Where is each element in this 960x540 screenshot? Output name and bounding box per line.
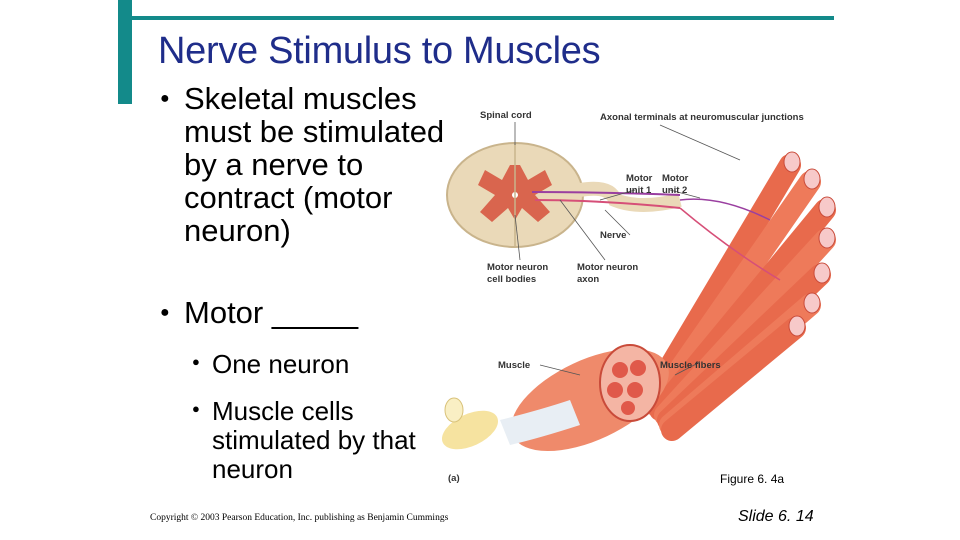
- slide-title: Nerve Stimulus to Muscles: [158, 30, 600, 73]
- label-muscle-fibers: Muscle fibers: [660, 360, 721, 372]
- slide-number: Slide 6. 14: [738, 508, 814, 526]
- accent-bar-vertical: [118, 0, 132, 104]
- bullet-icon: ●: [160, 304, 170, 322]
- label-motor-unit-1: Motor unit 1: [626, 173, 658, 197]
- sub-bullet-one-neuron: One neuron: [212, 350, 349, 379]
- motor-unit-illustration: [440, 100, 840, 490]
- accent-bar-horizontal: [132, 16, 834, 20]
- figure-caption: Figure 6. 4a: [720, 472, 784, 486]
- bullet-motor-unit: Motor _____: [184, 296, 358, 329]
- label-nerve: Nerve: [600, 230, 626, 242]
- label-motor-neuron-cell-bodies: Motor neuron cell bodies: [487, 262, 562, 286]
- label-muscle: Muscle: [498, 360, 530, 372]
- copyright-notice: Copyright © 2003 Pearson Education, Inc.…: [150, 513, 448, 523]
- label-spinal-cord: Spinal cord: [480, 110, 532, 122]
- sub-bullet-muscle-cells: Muscle cells stimulated by that neuron: [212, 397, 432, 484]
- bullet-skeletal-muscles: Skeletal muscles must be stimulated by a…: [184, 82, 454, 247]
- sub-bullet-icon: ●: [192, 354, 200, 369]
- bullet-icon: ●: [160, 90, 170, 108]
- sub-bullet-icon: ●: [192, 401, 200, 416]
- label-motor-neuron-axon: Motor neuron axon: [577, 262, 652, 286]
- figure-panel-label: (a): [448, 473, 460, 485]
- motor-unit-figure: Spinal cord Axonal terminals at neuromus…: [440, 100, 840, 490]
- label-axonal-terminals: Axonal terminals at neuromuscular juncti…: [600, 112, 830, 124]
- label-motor-unit-2: Motor unit 2: [662, 173, 694, 197]
